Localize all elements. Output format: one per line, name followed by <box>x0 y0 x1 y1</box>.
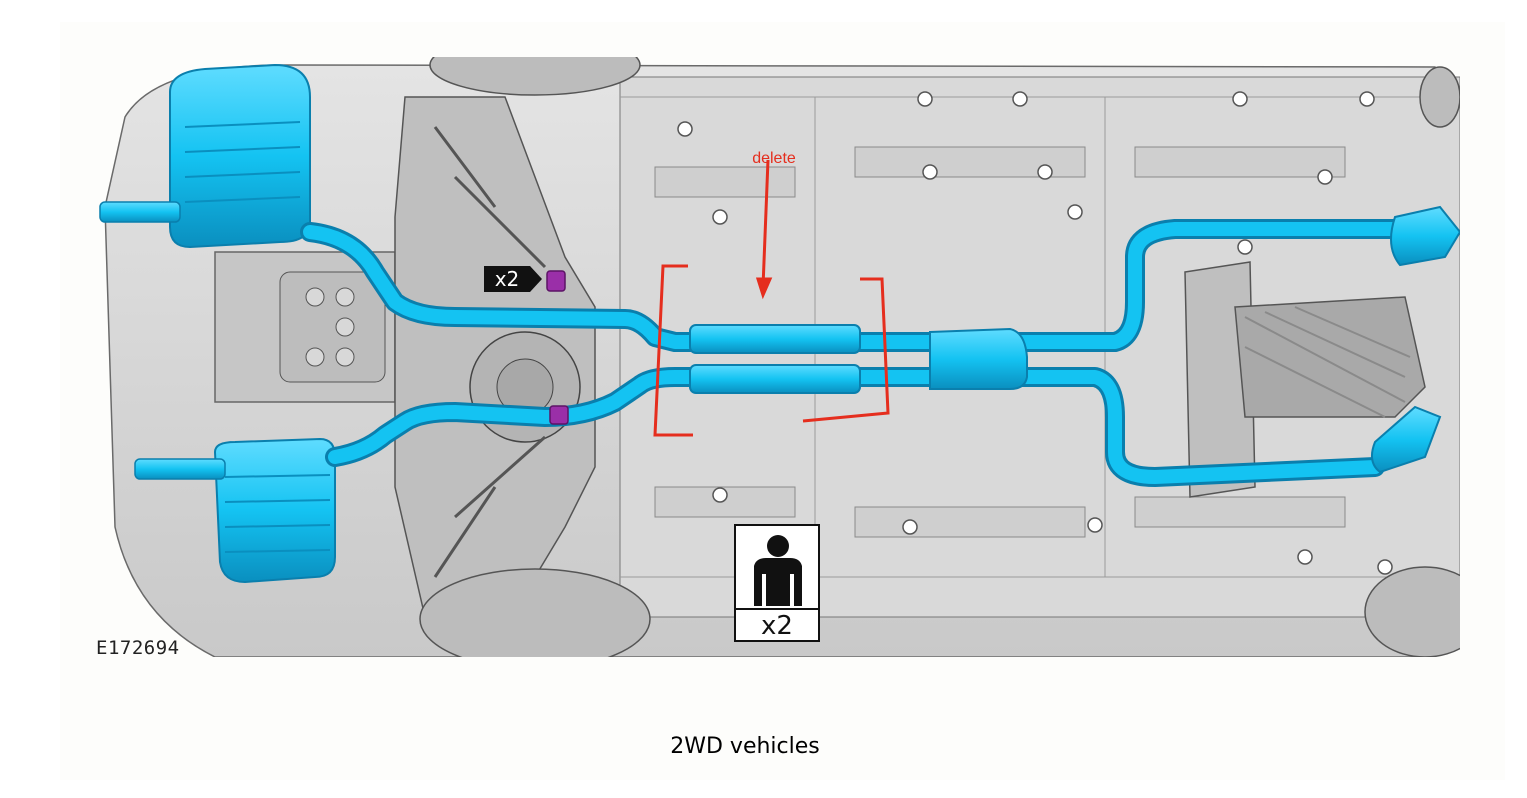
exhaust-pipes <box>300 219 1405 487</box>
vehicle-underside-illustration <box>95 57 1460 657</box>
centre-muffler <box>929 327 1028 390</box>
figure-caption: 2WD vehicles <box>670 734 820 759</box>
delete-bracket <box>653 159 890 437</box>
rubber-isolator-icon <box>546 270 569 425</box>
wheels <box>419 57 1460 657</box>
person-icon <box>754 535 802 606</box>
quantity-tag: x2 <box>484 266 530 292</box>
persons-box-divider <box>736 608 818 610</box>
rear-muffler-right <box>134 437 336 584</box>
rear-suspension <box>214 96 596 618</box>
arrow-label-icon <box>530 266 542 292</box>
intermediate-resonators <box>689 324 861 394</box>
catalytic-converters <box>1370 205 1460 474</box>
engine-subframe <box>1184 261 1426 498</box>
persons-required-box: x2 <box>734 524 820 642</box>
delete-label: delete <box>752 150 796 167</box>
persons-required-count: x2 <box>761 611 793 641</box>
figure-id: E172694 <box>96 637 180 659</box>
